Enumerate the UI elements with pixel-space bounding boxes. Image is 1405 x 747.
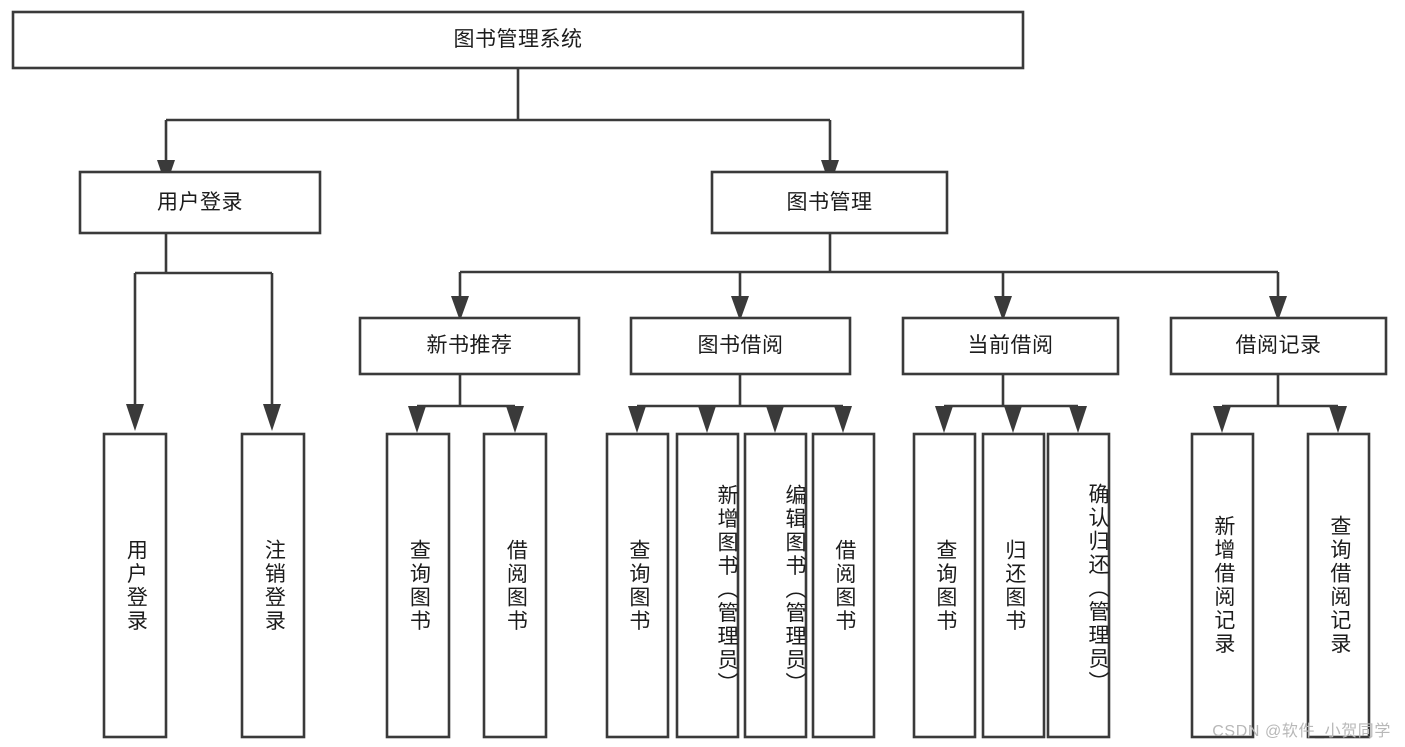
- node-box-leaf-current-borrow-2[interactable]: [1046, 432, 1111, 739]
- node-box-leaf-book-borrow-3[interactable]: [811, 432, 876, 739]
- node-box-leaf-borrow-record-0[interactable]: [1190, 432, 1255, 739]
- node-box-leaf-new-book-0[interactable]: [385, 432, 451, 739]
- node-box-user-login[interactable]: [78, 170, 322, 235]
- connector-currentborrow-to-leaves: [935, 374, 1087, 433]
- node-box-book-management[interactable]: [710, 170, 949, 235]
- node-box-book-borrow[interactable]: [629, 316, 852, 376]
- watermark-text: CSDN @软件_小贺同学: [1212, 723, 1391, 740]
- node-box-leaf-current-borrow-0[interactable]: [912, 432, 977, 739]
- node-box-leaf-book-borrow-1[interactable]: [675, 432, 740, 739]
- node-box-leaf-book-borrow-2[interactable]: [743, 432, 808, 739]
- node-box-leaf-new-book-1[interactable]: [482, 432, 548, 739]
- connector-bookborrow-to-leaves: [628, 374, 852, 433]
- node-box-leaf-current-borrow-1[interactable]: [981, 432, 1046, 739]
- connector-bookmgmt-to-level3: [451, 233, 1287, 321]
- connector-borrowrecord-to-leaves: [1213, 374, 1347, 433]
- node-box-leaf-user-login-1[interactable]: [240, 432, 306, 739]
- node-box-root[interactable]: [11, 10, 1025, 70]
- node-box-leaf-book-borrow-0[interactable]: [605, 432, 670, 739]
- connector-root-to-level2: [157, 68, 839, 186]
- node-box-leaf-borrow-record-1[interactable]: [1306, 432, 1371, 739]
- node-box-leaf-user-login-0[interactable]: [102, 432, 168, 739]
- connector-newbook-to-leaves: [408, 374, 524, 433]
- node-box-current-borrow[interactable]: [901, 316, 1120, 376]
- connector-userlogin-to-leaves: [126, 233, 281, 431]
- node-box-borrow-record[interactable]: [1169, 316, 1388, 376]
- node-box-new-book-recommend[interactable]: [358, 316, 581, 376]
